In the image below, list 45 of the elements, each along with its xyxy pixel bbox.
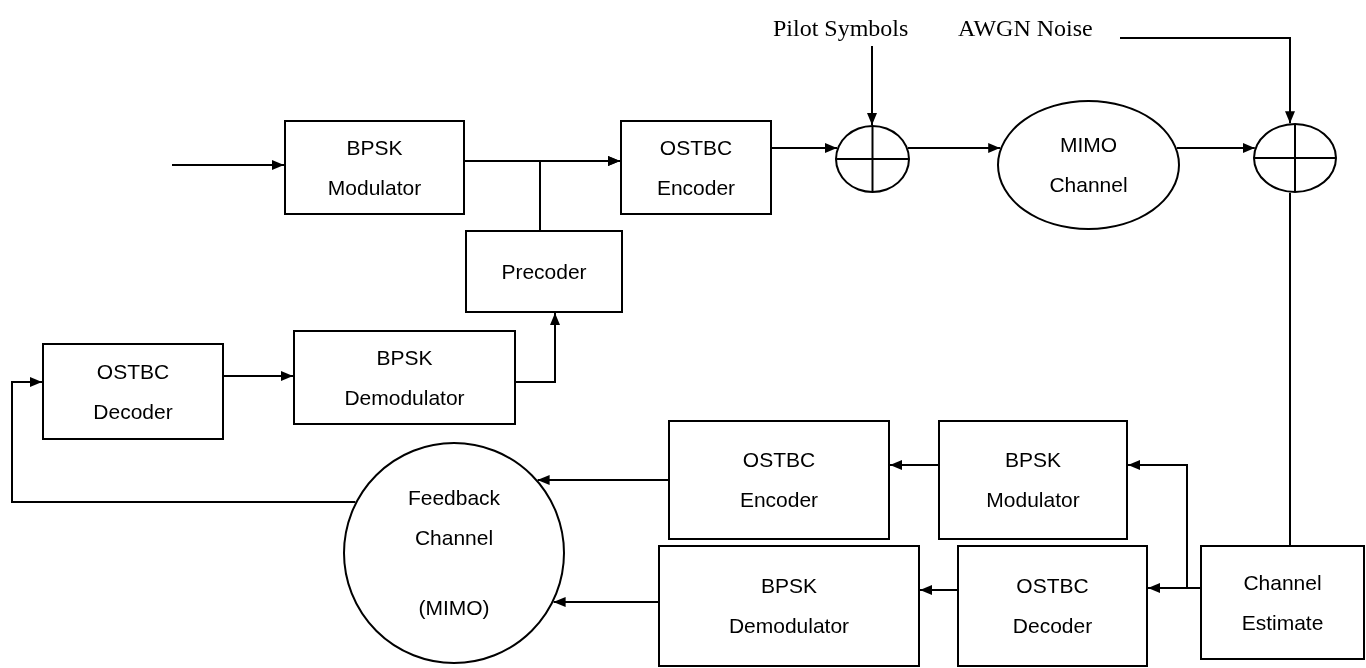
node-label: BPSK Demodulator bbox=[344, 344, 465, 411]
process-box bbox=[42, 343, 224, 440]
process-box bbox=[620, 120, 772, 215]
arrow bbox=[771, 143, 838, 153]
arrow bbox=[11, 377, 357, 503]
node-label: OSTBC Encoder bbox=[739, 447, 819, 513]
channel-ellipse bbox=[997, 100, 1180, 230]
node-label: Precoder bbox=[501, 258, 587, 285]
arrow bbox=[539, 156, 621, 231]
input-label: AWGN Noise bbox=[958, 14, 1093, 43]
arrow bbox=[515, 312, 560, 383]
arrow bbox=[867, 45, 877, 126]
channel-circle bbox=[343, 442, 565, 664]
arrow bbox=[171, 160, 285, 170]
summing-junction bbox=[835, 125, 910, 193]
arrow bbox=[907, 143, 1002, 153]
node-label: OSTBC Decoder bbox=[93, 358, 173, 425]
arrow bbox=[552, 597, 659, 607]
node-label: OSTBC Decoder bbox=[1012, 573, 1093, 639]
input-label: Pilot Symbols bbox=[773, 14, 909, 43]
arrow bbox=[223, 371, 294, 381]
connector-line bbox=[1289, 191, 1291, 546]
node-label: OSTBC Encoder bbox=[656, 134, 736, 201]
process-box bbox=[938, 420, 1128, 540]
node-label: (MIMO) bbox=[418, 595, 490, 621]
process-box bbox=[293, 330, 516, 425]
process-box bbox=[284, 120, 465, 215]
arrow bbox=[919, 585, 958, 595]
summing-junction bbox=[1253, 123, 1337, 193]
arrow bbox=[536, 475, 669, 485]
node-label: BPSK Demodulator bbox=[728, 573, 850, 639]
node-label: BPSK Modulator bbox=[327, 134, 422, 201]
arrow bbox=[1175, 143, 1256, 153]
node-label: MIMO Channel bbox=[1049, 132, 1128, 198]
arrow bbox=[1127, 460, 1201, 589]
node-label: Channel Estimate bbox=[1241, 569, 1324, 636]
node-label: BPSK Modulator bbox=[986, 447, 1080, 513]
process-box bbox=[1200, 545, 1365, 660]
arrow bbox=[1119, 37, 1295, 125]
process-box bbox=[957, 545, 1148, 667]
arrow bbox=[889, 460, 939, 470]
process-box bbox=[658, 545, 920, 667]
node-label: Feedback Channel bbox=[407, 485, 501, 551]
process-box bbox=[465, 230, 623, 313]
process-box bbox=[668, 420, 890, 540]
